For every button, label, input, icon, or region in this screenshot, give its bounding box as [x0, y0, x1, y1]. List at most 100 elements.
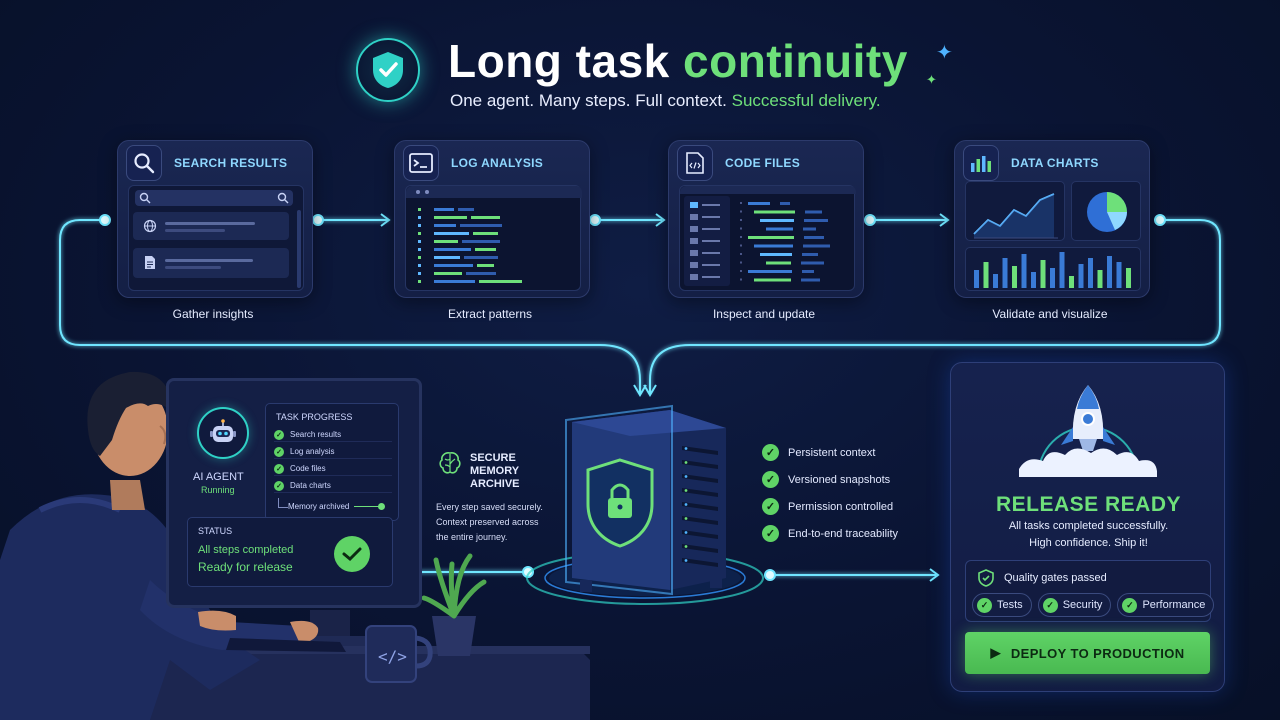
feature-item: ✓ Versioned snapshots: [762, 471, 890, 488]
node-dot: [864, 214, 876, 226]
thumb-bar: [1126, 268, 1131, 288]
quality-gate-chip: ✓Tests: [972, 593, 1032, 617]
deploy-label: DEPLOY TO PRODUCTION: [1010, 645, 1185, 661]
deploy-button[interactable]: ▶ DEPLOY TO PRODUCTION: [965, 632, 1210, 674]
server-slot: [682, 446, 718, 455]
globe-icon: [143, 219, 157, 233]
check-circle-icon: ✓: [762, 471, 779, 488]
line-number: [740, 219, 742, 221]
server-slot: [682, 558, 718, 567]
step-caption: Validate and visualize: [992, 307, 1108, 321]
check-circle-icon: ✓: [762, 444, 779, 461]
line-number: [740, 202, 742, 204]
robot-avatar: [197, 407, 249, 459]
task-progress-label: Search results: [290, 430, 342, 439]
server-slot: [682, 516, 718, 525]
feature-label: Persistent context: [788, 446, 876, 459]
log-line: [473, 232, 498, 235]
file-name-line: [702, 276, 720, 278]
code-line: [802, 253, 818, 256]
log-line: [434, 264, 473, 267]
terminal-icon: [403, 145, 439, 181]
feature-item: ✓ Permission controlled: [762, 498, 893, 515]
page-subtitle: One agent. Many steps. Full context. Suc…: [450, 91, 881, 110]
quality-gates-panel: Quality gates passed ✓Tests✓Security✓Per…: [965, 560, 1215, 622]
log-lines: [418, 208, 522, 283]
line-number: [740, 236, 742, 238]
task-progress-item: ✓ Search results: [274, 428, 392, 442]
arrowhead-1-2: [380, 213, 391, 227]
feature-label: Permission controlled: [788, 500, 894, 513]
folder-icon: [690, 274, 698, 280]
step-card-code: CODE FILES: [668, 140, 864, 298]
server-slot: [682, 460, 718, 469]
quality-gate-label: Performance: [1142, 599, 1206, 611]
step-caption: Gather insights: [172, 307, 254, 321]
log-line: [434, 280, 475, 283]
node-dot: [1154, 214, 1166, 226]
log-line: [458, 208, 474, 211]
log-line: [479, 280, 522, 283]
memory-archived-label: Memory archived: [288, 502, 350, 511]
release-card: RELEASE READY All tasks completed succes…: [950, 362, 1225, 692]
document-icon: [145, 256, 155, 269]
server-led: [684, 447, 688, 450]
arrowhead-2-3: [655, 213, 666, 227]
code-line: [754, 278, 791, 282]
server-slot: [682, 530, 718, 539]
thumb-bar: [1021, 254, 1027, 288]
log-marker: [418, 272, 421, 275]
robot-icon: [210, 419, 236, 442]
log-line: [464, 256, 498, 259]
log-line: [434, 272, 462, 275]
thumb-bar: [1088, 258, 1093, 288]
check-icon: ✓: [274, 429, 284, 440]
check-circle-icon: ✓: [762, 498, 779, 515]
file-name-line: [702, 240, 720, 242]
thumb-bar: [1078, 264, 1084, 288]
step-caption: Extract patterns: [447, 307, 533, 321]
code-lines: [690, 202, 830, 282]
developer-illustration: </>: [0, 371, 590, 720]
arrowhead-3-4: [939, 213, 950, 227]
node-dot: [312, 214, 324, 226]
sparkle-icon: ✦: [936, 42, 953, 64]
search-icon: [277, 192, 289, 204]
search-results-panel: [128, 185, 304, 291]
thumb-bar: [983, 262, 989, 288]
log-line: [466, 272, 496, 275]
line-chart-thumb: [965, 181, 1065, 241]
task-progress-panel: TASK PROGRESS ✓Search results✓Log analys…: [265, 403, 399, 521]
thumb-bar: [974, 270, 979, 288]
server-slot: [682, 544, 718, 553]
step-title: SEARCH RESULTS: [174, 156, 288, 170]
shield-check-badge: [356, 38, 420, 102]
svg-text:</>: </>: [378, 647, 407, 666]
step-title: CODE FILES: [725, 156, 801, 170]
code-line: [803, 227, 816, 231]
step-card-log: LOG ANALYSIS: [394, 140, 590, 298]
archive-description: Every step saved securely. Context prese…: [436, 502, 543, 542]
result-row: [133, 248, 289, 278]
code-line: [748, 202, 770, 205]
log-line: [434, 224, 456, 227]
code-line: [766, 227, 793, 231]
step-title: DATA CHARTS: [1011, 156, 1099, 170]
log-line: [462, 240, 500, 243]
line-number: [740, 253, 742, 255]
task-progress-title: TASK PROGRESS: [276, 412, 353, 422]
folder-icon: [690, 226, 698, 232]
loop-left-path: [59, 219, 641, 393]
log-line: [434, 256, 460, 259]
thumb-bar: [993, 274, 998, 288]
feature-label: Versioned snapshots: [788, 473, 891, 486]
step-caption: Inspect and update: [712, 307, 816, 321]
scrollbar: [297, 210, 301, 288]
secure-server-vault: [526, 404, 764, 605]
log-line: [471, 216, 500, 219]
feature-label: End-to-end traceability: [788, 527, 899, 540]
check-circle-icon: ✓: [762, 525, 779, 542]
check-circle-icon: [334, 536, 370, 572]
bar-chart-icon: [963, 145, 999, 181]
log-panel: [405, 185, 582, 291]
